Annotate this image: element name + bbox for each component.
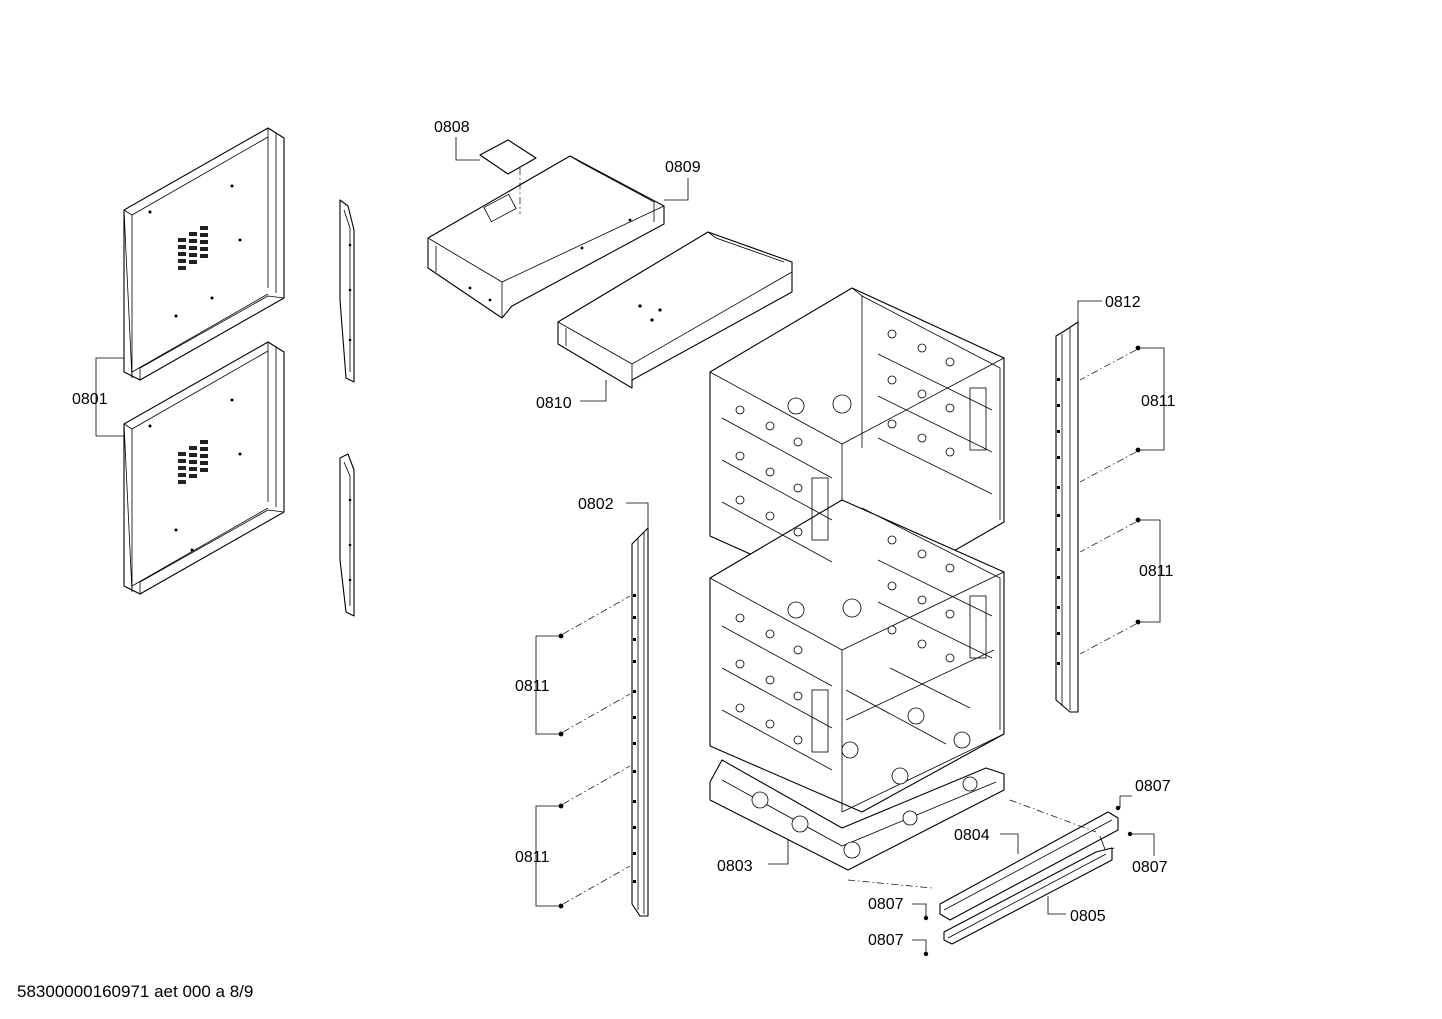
assembly-lines — [562, 349, 1137, 905]
callout-0801: 0801 — [72, 391, 108, 408]
callout-0803: 0803 — [717, 858, 753, 875]
side-strip-upper — [339, 199, 355, 383]
callout-0809: 0809 — [665, 159, 701, 176]
callout-0811-right-a: 0811 — [1141, 393, 1176, 410]
callout-0811-left-a: 0811 — [515, 678, 550, 695]
vertical-rail-left — [631, 527, 649, 917]
callout-0807-top-right: 0807 — [1135, 778, 1171, 795]
callout-0805: 0805 — [1070, 908, 1106, 925]
screws — [558, 345, 1141, 957]
oven-frame — [709, 287, 1005, 813]
callout-0810: 0810 — [536, 395, 572, 412]
bottom-trim-upper — [939, 811, 1119, 921]
cover-plate — [479, 139, 537, 175]
callout-0807-right: 0807 — [1132, 859, 1168, 876]
callout-0811-right-b: 0811 — [1139, 563, 1174, 580]
document-id: 58300000160971 aet 000 a 8/9 — [17, 982, 253, 1001]
base-tray — [709, 707, 1005, 871]
front-trim — [557, 231, 793, 389]
callout-0807-lower-b: 0807 — [868, 932, 904, 949]
callout-0804: 0804 — [954, 827, 990, 844]
callout-0811-left-b: 0811 — [515, 849, 550, 866]
callout-0812: 0812 — [1105, 294, 1141, 311]
callout-0808: 0808 — [434, 119, 470, 136]
side-panel-lower — [123, 341, 285, 595]
top-cover — [427, 155, 665, 319]
side-strip-lower — [339, 453, 355, 617]
side-panel-upper — [123, 127, 285, 381]
bottom-trim-lower — [943, 847, 1113, 945]
vertical-rail-right — [1055, 321, 1079, 713]
callout-0802: 0802 — [578, 496, 614, 513]
callout-0807-lower-a: 0807 — [868, 896, 904, 913]
leader-lines — [95, 137, 1165, 952]
